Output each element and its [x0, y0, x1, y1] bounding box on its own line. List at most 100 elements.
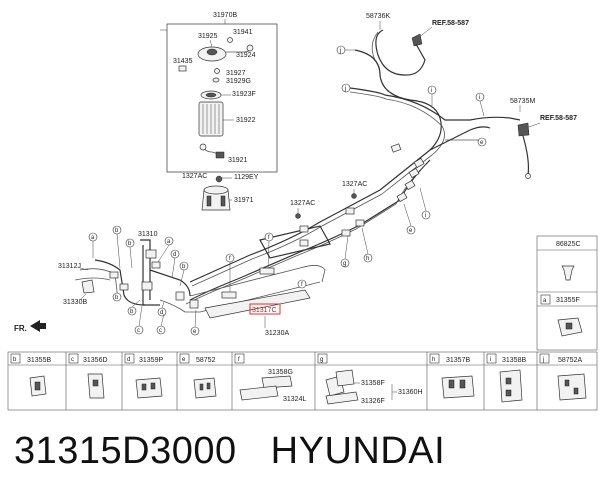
f-part-2: 31324L — [283, 396, 306, 403]
svg-text:b: b — [130, 309, 134, 315]
bottom-part-c: 31356D — [83, 357, 108, 364]
left-pipe-assembly: 31310 31312J 31330B — [58, 231, 200, 313]
side-part-1: 86825C — [556, 241, 581, 248]
svg-text:g: g — [343, 261, 346, 267]
label-58736K: 58736K — [366, 13, 390, 20]
svg-text:c: c — [137, 328, 140, 334]
callout-f-1: f — [225, 253, 235, 292]
bottom-parts-panel: b 31355B c 31356D d 31359P e 58752 f 313… — [7, 351, 598, 411]
svg-text:f: f — [301, 282, 303, 288]
callout-c-1: c — [134, 305, 144, 335]
svg-text:f: f — [268, 235, 270, 241]
label-31435: 31435 — [173, 58, 193, 65]
label-31927: 31927 — [226, 70, 246, 77]
fuel-tube-31317C: 31317C 31230A — [204, 289, 311, 337]
svg-text:b: b — [115, 295, 119, 301]
callout-f-3: f — [297, 279, 307, 289]
label-1129EY: 1129EY — [234, 174, 259, 181]
g-part-2: 31326F — [361, 398, 385, 405]
label-31330B: 31330B — [63, 299, 87, 306]
svg-text:a: a — [91, 235, 95, 241]
svg-text:d: d — [160, 310, 163, 316]
callout-i-2: i — [475, 92, 485, 117]
svg-text:d: d — [127, 357, 130, 363]
bottom-part-h: 31357B — [446, 357, 470, 364]
bottom-part-j: 58752A — [558, 357, 582, 364]
ref-label-2: REF.58-587 — [540, 115, 577, 122]
svg-text:j: j — [344, 86, 346, 92]
label-58735M: 58735M — [510, 98, 535, 105]
svg-text:f: f — [229, 256, 231, 262]
highlight-box — [249, 303, 281, 315]
svg-text:i: i — [425, 213, 426, 219]
callout-i-3: i — [427, 85, 437, 106]
side-part-2: 31355F — [556, 297, 580, 304]
callout-b-5: b — [127, 299, 141, 316]
svg-text:a: a — [543, 298, 547, 304]
label-31970B: 31970B — [213, 12, 237, 19]
label-31923F: 31923F — [232, 91, 256, 98]
svg-text:j: j — [339, 48, 341, 54]
svg-text:b: b — [13, 357, 17, 363]
filter-group-box — [166, 23, 278, 173]
label-31924: 31924 — [236, 52, 256, 59]
svg-text:i: i — [479, 95, 480, 101]
brake-hose-assembly: 58736K REF.58-587 58735M REF.58-587 — [366, 13, 577, 179]
callout-d-2: d — [157, 301, 167, 317]
svg-text:i: i — [431, 88, 432, 94]
main-pipe-run: 1327AC 1327AC — [175, 49, 521, 313]
callout-f-2: f — [264, 232, 274, 269]
filter-bracket-31971: 1327AC 1129EY 31971 — [182, 173, 259, 211]
parts-diagram: 31970B 31925 31941 31924 31435 31927 319… — [7, 12, 598, 411]
svg-text:e: e — [409, 228, 413, 234]
svg-text:c: c — [71, 357, 74, 363]
label-31310: 31310 — [138, 231, 158, 238]
bottom-part-d: 31359P — [139, 357, 163, 364]
svg-text:a: a — [167, 239, 171, 245]
clip-86825C-icon — [561, 265, 575, 281]
label-fr: FR. — [14, 324, 27, 333]
callout-b-3: b — [179, 261, 189, 287]
svg-text:b: b — [182, 264, 186, 270]
callout-g-1: g — [340, 235, 350, 268]
bottom-part-i: 31358B — [502, 357, 526, 364]
label-31312J: 31312J — [58, 263, 81, 270]
bottom-part-b: 31355B — [27, 357, 51, 364]
label-31922: 31922 — [236, 117, 256, 124]
side-parts-panel: 86825C a 31355F — [536, 235, 598, 351]
g-part-3: 31360H — [398, 389, 423, 396]
svg-text:b: b — [128, 241, 132, 247]
callout-i-1: i — [419, 187, 431, 220]
callout-a-1: a — [88, 232, 98, 258]
callout-j-1: j — [336, 45, 356, 55]
callout-e-2: e — [403, 203, 416, 235]
diagram-callouts: a b b a d b b b c d c e f f f g h e i e … — [88, 45, 487, 336]
callout-b-2: b — [125, 238, 135, 269]
front-direction-indicator: FR. — [14, 320, 46, 333]
fuel-filter-assembly: 31970B 31925 31941 31924 31435 31927 319… — [160, 12, 278, 173]
f-part-1: 31358G — [268, 369, 293, 376]
svg-text:e: e — [480, 140, 484, 146]
svg-text:b: b — [115, 228, 119, 234]
svg-text:i: i — [490, 357, 491, 363]
callout-c-2: c — [156, 313, 166, 335]
label-31929G: 31929G — [226, 78, 251, 85]
label-1327AC-b: 1327AC — [342, 181, 367, 188]
svg-text:h: h — [432, 357, 435, 363]
svg-text:c: c — [159, 328, 162, 334]
bottom-part-e: 58752 — [196, 357, 216, 364]
svg-text:d: d — [173, 252, 176, 258]
front-arrow-icon — [30, 320, 46, 332]
svg-text:j: j — [542, 357, 544, 363]
svg-text:h: h — [366, 256, 369, 262]
part-number: 31315D3000 — [14, 430, 237, 472]
label-31230A: 31230A — [265, 330, 289, 337]
callout-h-1: h — [361, 227, 373, 263]
callout-a-2: a — [157, 236, 174, 263]
g-part-1: 31358F — [361, 380, 385, 387]
svg-text:f: f — [238, 357, 240, 363]
callout-e-3: e — [477, 137, 487, 147]
callout-b-4: b — [112, 292, 122, 302]
svg-text:e: e — [193, 329, 197, 335]
